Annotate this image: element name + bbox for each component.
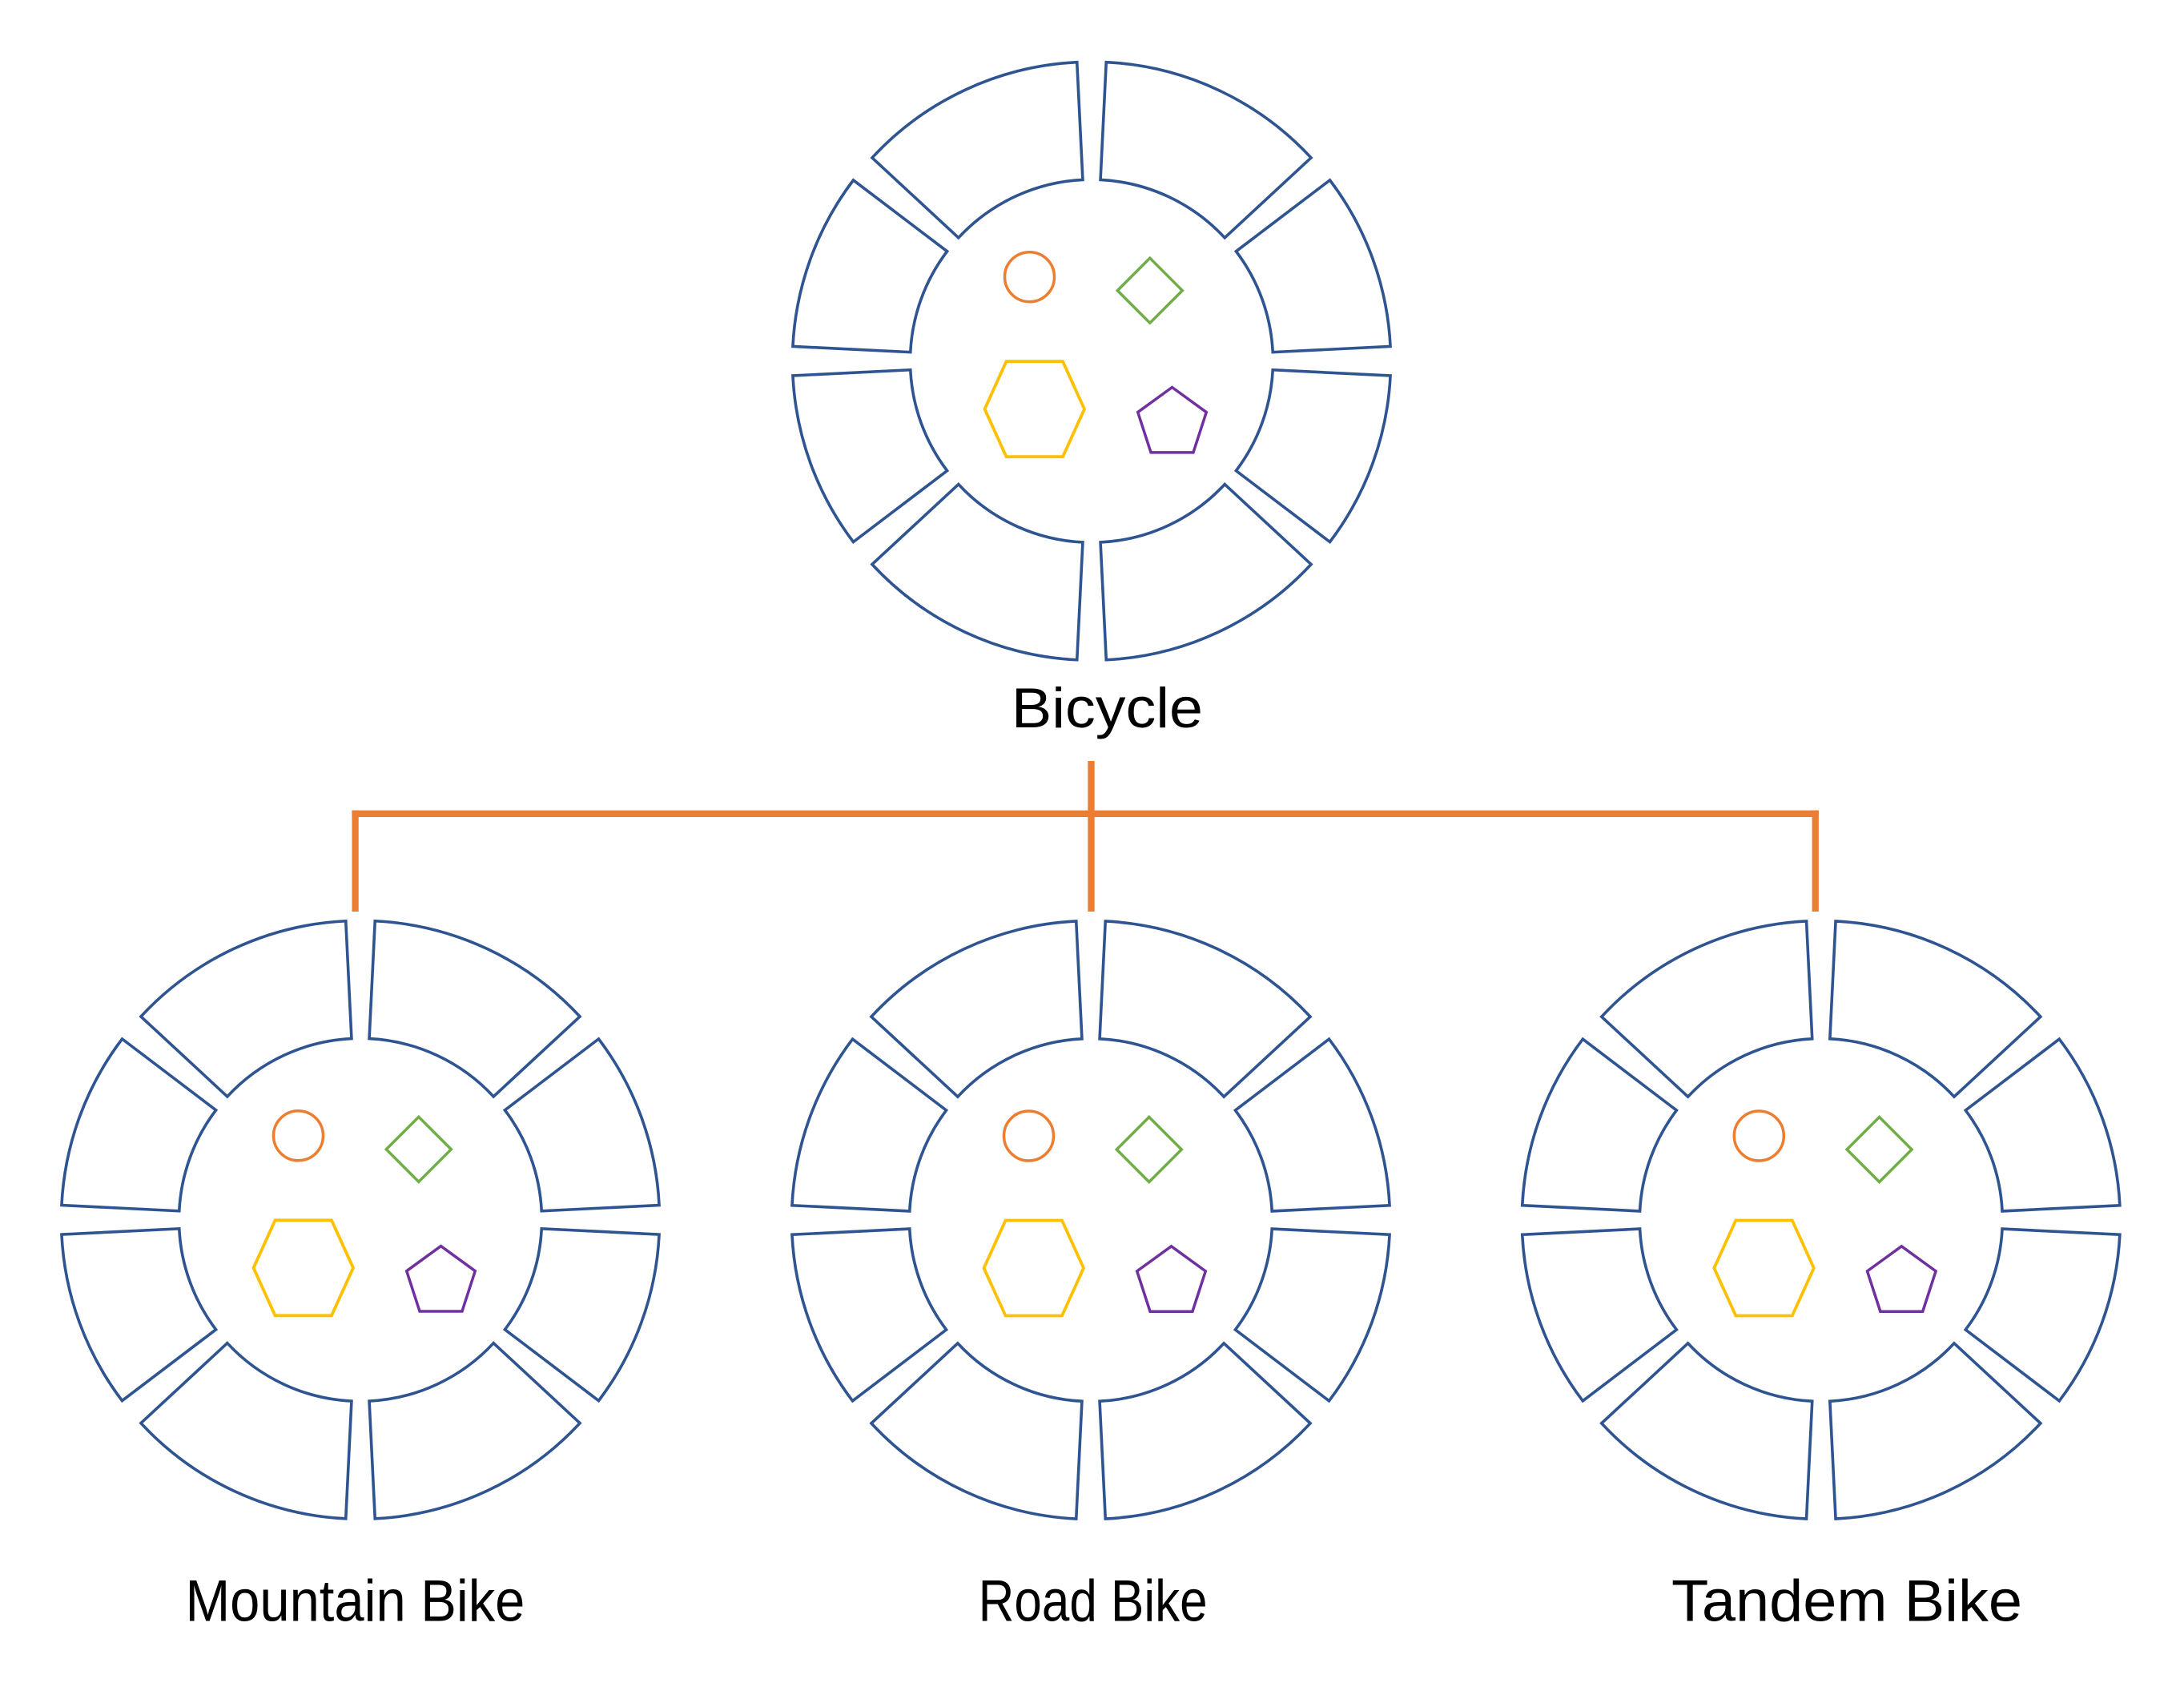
svg-text:Tandem Bike: Tandem Bike bbox=[1671, 1568, 2022, 1633]
svg-text:Mountain Bike: Mountain Bike bbox=[185, 1568, 525, 1633]
svg-text:Road Bike: Road Bike bbox=[979, 1568, 1208, 1633]
svg-text:Bicycle: Bicycle bbox=[1012, 677, 1203, 739]
